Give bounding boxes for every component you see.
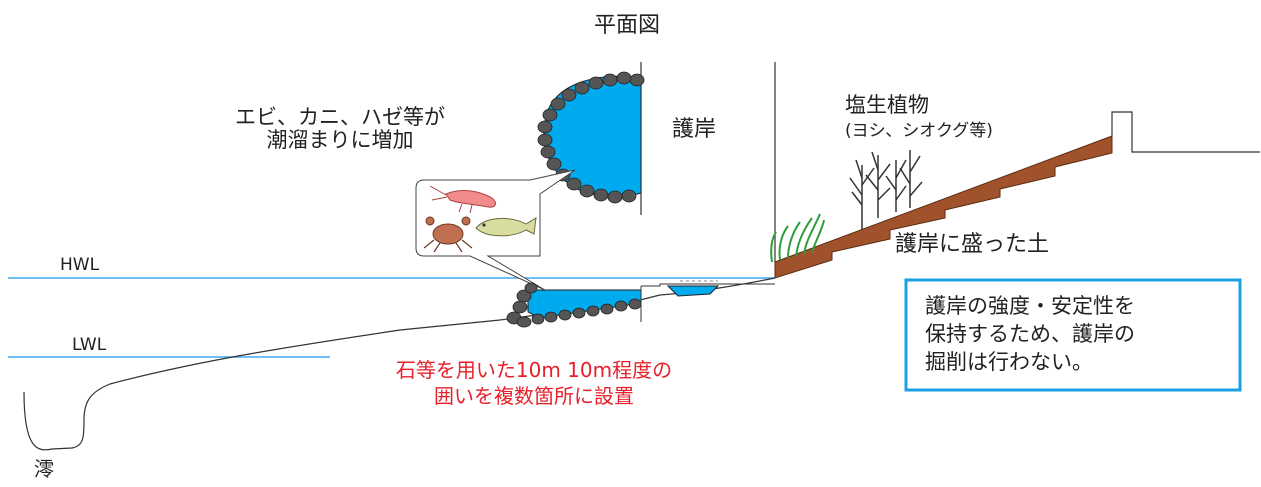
channel-label: 澪 xyxy=(34,457,54,481)
grass-illustration xyxy=(770,213,825,263)
enclosure-line1: 石等を用いた10m 10m程度の xyxy=(395,358,673,382)
tidepool-plan-stones xyxy=(537,71,645,204)
section-revetment-step xyxy=(641,283,775,287)
species-text-line1: エビ、カニ、ハゼ等が xyxy=(235,105,445,129)
note-line1: 護岸の強度・安定性を xyxy=(925,294,1135,318)
species-text: エビ、カニ、ハゼ等が 潮溜まりに増加 xyxy=(190,105,490,153)
salt-plants-title: 塩生植物 xyxy=(845,93,929,117)
section-small-pool xyxy=(666,285,720,297)
lwl-label: LWL xyxy=(72,335,107,355)
revetment-label: 護岸 xyxy=(672,117,717,142)
shrimp-illustration xyxy=(429,185,496,214)
note-box-text: 護岸の強度・安定性を 保持するため、護岸の 掘削は行わない。 xyxy=(925,292,1135,376)
riverbed-profile xyxy=(23,277,776,451)
goby-illustration xyxy=(475,217,537,237)
enclosure-text: 石等を用いた10m 10m程度の 囲いを複数箇所に設置 xyxy=(384,357,684,409)
note-line3: 掘削は行わない。 xyxy=(925,350,1093,374)
salt-plants-illustration xyxy=(849,150,923,230)
crab-illustration xyxy=(423,216,473,253)
mounded-soil-label: 護岸に盛った土 xyxy=(895,232,1050,257)
note-line2: 保持するため、護岸の xyxy=(925,322,1135,346)
section-pool-stones xyxy=(506,282,642,328)
diagram-title: 平面図 xyxy=(594,13,661,38)
hwl-label: HWL xyxy=(60,255,100,275)
species-text-line2: 潮溜まりに増加 xyxy=(266,128,414,153)
mounded-soil xyxy=(774,135,1113,279)
enclosure-line2: 囲いを複数箇所に設置 xyxy=(434,384,634,408)
bank-outline xyxy=(1111,111,1260,153)
salt-plants-subtitle: (ヨシ、シオクグ等) xyxy=(845,121,993,141)
note-box-frame xyxy=(904,278,1242,392)
